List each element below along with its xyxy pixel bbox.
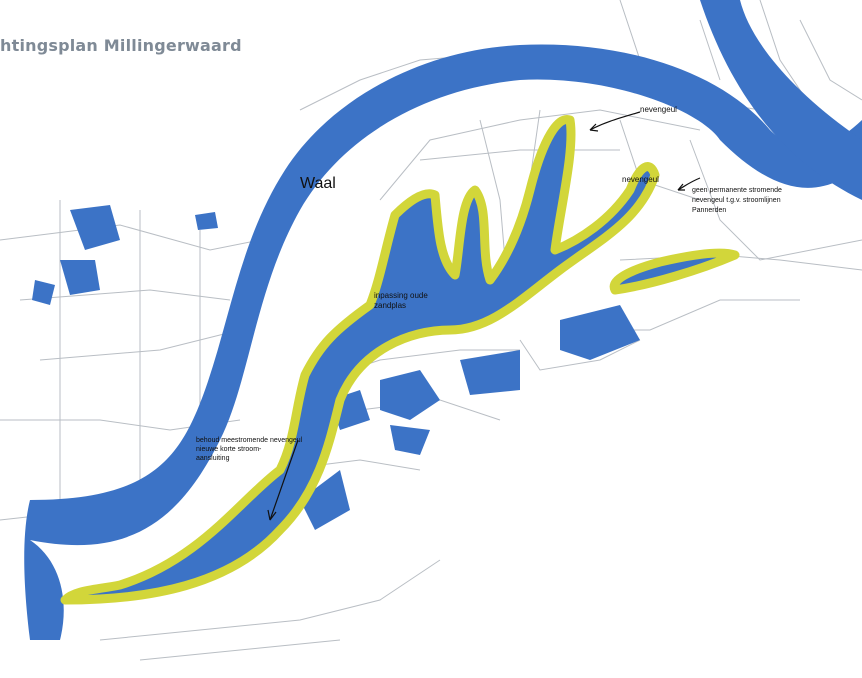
- label-river-waal: Waal: [300, 175, 336, 192]
- label-pannerden-1: geen permanente stromende: [692, 187, 782, 194]
- annotation-arrows: [267, 111, 701, 521]
- label-pannerden-3: Pannerden: [692, 207, 726, 214]
- label-mouth-1: behoud meestromende nevengeul: [196, 437, 303, 444]
- plan-channels: [60, 115, 740, 605]
- label-oude-zandplas-1: inpassing oude: [374, 291, 428, 300]
- ponds: [32, 205, 640, 530]
- label-mouth-3: aansluiting: [196, 455, 230, 462]
- label-nevengeul-1: nevengeul: [640, 105, 677, 114]
- label-nevengeul-2: nevengeul: [622, 175, 659, 184]
- river-branch-north: [700, 0, 862, 200]
- label-mouth-2: nieuwe korte stroom-: [196, 446, 262, 453]
- label-pannerden-2: nevengeul t.g.v. stroomlijnen: [692, 197, 781, 204]
- river-waal: [30, 44, 862, 546]
- label-oude-zandplas-2: zandplas: [374, 301, 406, 310]
- map-title: htingsplan Millingerwaard: [0, 36, 242, 55]
- river-lower: [24, 500, 64, 640]
